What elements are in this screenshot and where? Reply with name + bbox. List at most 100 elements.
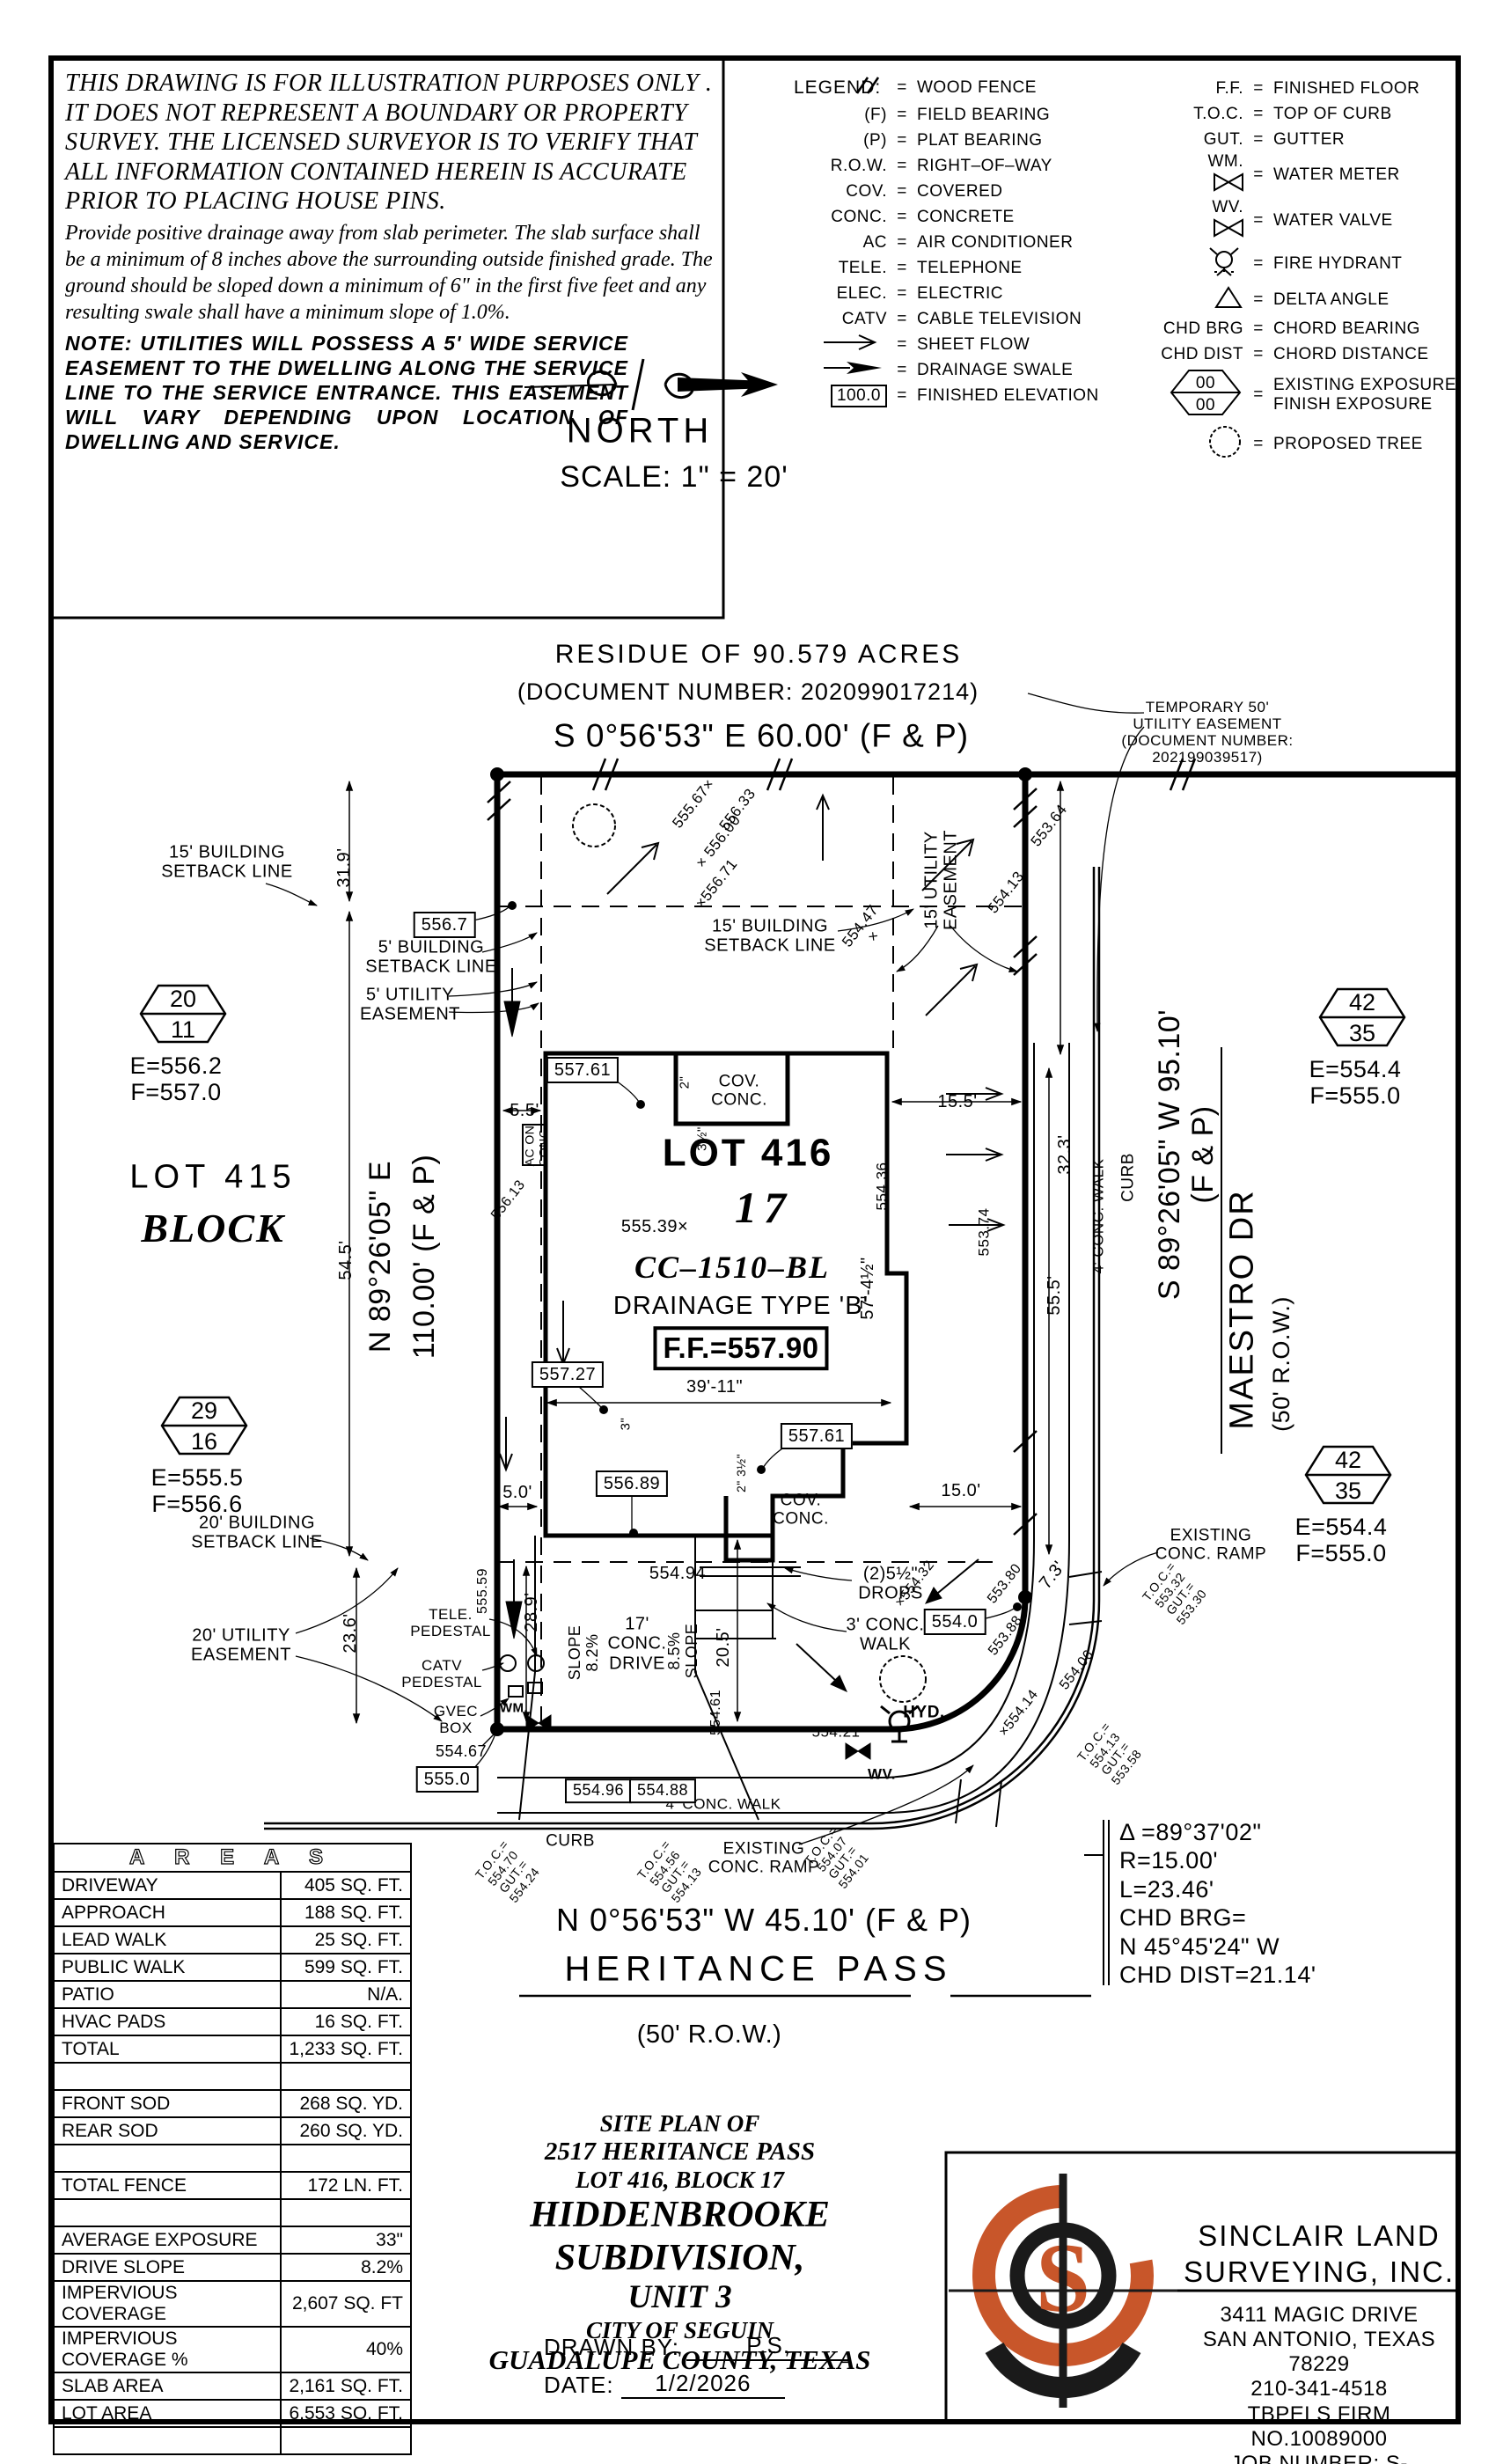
areas-item-value: 268 SQ. YD. — [280, 2089, 412, 2118]
legend-description: RIGHT–OF–WAY — [917, 156, 1052, 175]
areas-item-label: TOTAL FENCE — [52, 2171, 282, 2200]
legend-description: CHORD DISTANCE — [1273, 344, 1429, 363]
title-block-line: CITY OF SEGUIN — [585, 2316, 774, 2343]
areas-item-value: 2,161 SQ. FT. — [280, 2372, 412, 2401]
legend-description: PLAT BEARING — [917, 130, 1043, 150]
tele-pedestal: TELE. PEDESTAL — [410, 1605, 491, 1639]
bowtie-icon — [1212, 172, 1243, 198]
property-boundary — [494, 771, 1456, 1733]
curb-bottom: CURB — [546, 1831, 595, 1851]
lot-416-label: LOT 416 — [662, 1131, 834, 1175]
legend-description: GUTTER — [1273, 129, 1346, 149]
plan-label: 553.80 — [984, 1561, 1025, 1607]
legend-description: DELTA ANGLE — [1273, 290, 1390, 310]
legend-description: TOP OF CURB — [1273, 104, 1392, 123]
disclaimer-frame — [49, 56, 725, 620]
cov-conc-rear: COV. CONC. — [773, 1491, 829, 1529]
surveyor-job-number: JOB NUMBER: S-202584909 — [1230, 2452, 1408, 2464]
street-name: HERITANCE PASS — [564, 1949, 953, 1989]
tele-pedestal-icon — [527, 1654, 545, 1672]
areas-item-label: APPROACH — [52, 1898, 282, 1927]
areas-table-row — [52, 2426, 412, 2455]
areas-item-label — [52, 2144, 282, 2173]
toc-gut-ramp-right: T.O.C.= 553.32 GUT.= 553.30 — [1139, 1558, 1210, 1627]
areas-item-label: DRIVE SLOPE — [52, 2253, 282, 2282]
curb-right: CURB — [1118, 1153, 1138, 1202]
plan-label: 7.3' — [1035, 1557, 1069, 1593]
plan-label: 23.6' — [340, 1613, 360, 1654]
areas-item-label — [52, 2426, 282, 2455]
legend-row: T.O.C.=TOP OF CURB — [1140, 101, 1487, 127]
date-value: 1/2/2026 — [620, 2370, 785, 2399]
svg-text:16: 16 — [191, 1428, 217, 1455]
legend-description: CABLE TELEVISION — [917, 309, 1082, 328]
drainage-swale-arrows — [503, 968, 942, 1692]
sheet-border — [48, 55, 1461, 2424]
utility-symbols — [499, 1654, 919, 1760]
legend-equals: = — [897, 385, 907, 405]
curve-data-block: Δ =89°37'02" R=15.00' L=23.46' CHD BRG= … — [1119, 1819, 1316, 1988]
svg-text:00: 00 — [1196, 396, 1215, 414]
legend-description: PROPOSED TREE — [1273, 435, 1423, 454]
wood-fence-ticks — [487, 758, 1197, 1536]
areas-item-value: 8.2% — [280, 2253, 412, 2282]
gvec-box-icon — [508, 1685, 524, 1698]
title-block-line: 2517 HERITANCE PASS — [544, 2138, 816, 2167]
legend-description: AIR CONDITIONER — [917, 232, 1074, 252]
plan-label: 556.13 — [488, 1177, 529, 1223]
legend-symbol-label: F.F. — [1215, 78, 1243, 98]
svg-text:35: 35 — [1349, 1020, 1375, 1046]
legend-symbol-label: T.O.C. — [1193, 104, 1243, 123]
legend-symbol-label: R.O.W. — [830, 156, 887, 175]
legend-description: DRAINAGE SWALE — [917, 360, 1074, 379]
wood-fence-icon — [848, 74, 887, 102]
toc-gut-2: T.O.C.= 554.56 GUT.= 554.13 — [634, 1837, 705, 1905]
north-boundary-bearing: S 0°56'53" E 60.00' (F & P) — [553, 717, 970, 754]
plan-label: 554.0 — [923, 1609, 986, 1635]
gvec-box-icon-2 — [527, 1682, 543, 1694]
residue-label: RESIDUE OF 90.579 ACRES — [554, 640, 963, 670]
legend-equals: = — [897, 309, 907, 328]
areas-item-value: 6,553 SQ. FT. — [280, 2399, 412, 2428]
legend-symbol-label: TELE. — [838, 258, 887, 277]
ac-pad — [522, 1124, 546, 1166]
driveway — [518, 1536, 759, 1821]
temp-easement-note: TEMPORARY 50' UTILITY EASEMENT (DOCUMENT… — [1121, 698, 1294, 766]
legend-row: =FIRE HYDRANT — [1140, 244, 1487, 284]
west-bearing-2: 110.00' (F & P) — [407, 1154, 441, 1360]
plan-label: 553.64 — [1027, 801, 1071, 850]
areas-item-value: 599 SQ. FT. — [280, 1953, 412, 1982]
legend-column-left: =WOOD FENCE(F)=FIELD BEARING(P)=PLAT BEA… — [792, 74, 1144, 408]
bowtie-icon — [1212, 217, 1243, 244]
legend-row: R.O.W. = RIGHT–OF–WAY — [792, 153, 1144, 179]
plan-label: 554.94 — [649, 1563, 707, 1583]
ac-on-conc: AC ON CONC. — [522, 1125, 550, 1167]
legend-equals: = — [897, 156, 907, 175]
svg-text:20: 20 — [170, 986, 196, 1012]
plan-label: 555.67× — [669, 775, 718, 832]
easement-15-label: 15' UTILITY EASEMENT — [921, 829, 961, 931]
wv-label: WV. — [867, 1765, 897, 1783]
plan-label: 554.06 — [1056, 1647, 1097, 1693]
legend-description: TELEPHONE — [917, 258, 1023, 277]
areas-item-label — [52, 2198, 282, 2227]
legend-description: FIELD BEARING — [917, 105, 1051, 124]
plan-label: 32.3' — [1054, 1134, 1074, 1175]
legend-row: CONC.=CONCRETE — [792, 204, 1144, 230]
plan-label: 554.13 — [984, 868, 1028, 917]
street-row: (50' R.O.W.) — [636, 2020, 782, 2049]
setback-20-label: 20' BUILDING SETBACK LINE — [191, 1513, 323, 1552]
legend-row: WM.=WATER METER — [1140, 152, 1487, 198]
legend-symbol-label: AC — [862, 232, 887, 252]
toc-gut-1: T.O.C.= 554.70 GUT.= 554.24 — [472, 1837, 543, 1905]
disclaimer-utility-note: NOTE: UTILITIES WILL POSSESS A 5' WIDE S… — [65, 331, 628, 454]
house-footprint — [543, 1051, 909, 1563]
plan-label: 554.36 — [873, 1162, 891, 1211]
exposure-29-16-values: E=555.5 F=556.6 — [150, 1463, 244, 1517]
north-arrow-icon — [524, 358, 778, 411]
